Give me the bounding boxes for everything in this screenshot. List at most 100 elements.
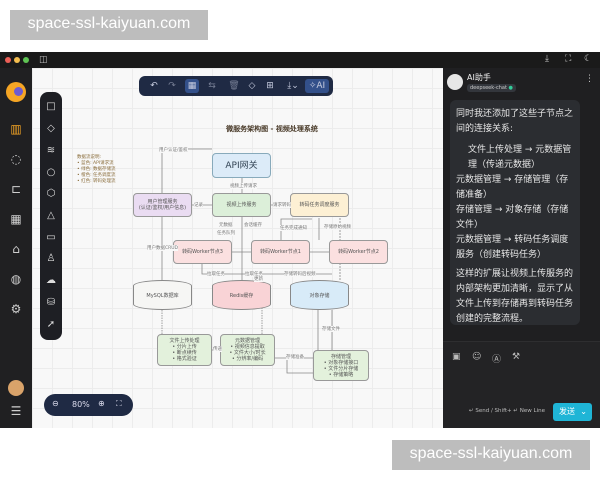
apps-icon[interactable]: ▦ [10, 212, 22, 226]
app-sidebar: ▥ ◌ ⊏ ▦ ⌂ ◍ ⚙ ☰ [0, 68, 32, 428]
ai-button[interactable]: ✧AI [305, 79, 329, 93]
status-icon: ● [508, 85, 513, 91]
rectangle-icon[interactable]: □ [46, 101, 56, 112]
person-icon[interactable]: ♙ [46, 253, 56, 264]
node-object-storage[interactable]: 对象存储 [290, 280, 349, 310]
triangle-icon[interactable]: △ [47, 210, 55, 221]
diagram-icon[interactable]: ▥ [10, 122, 22, 136]
close-button[interactable] [5, 57, 11, 63]
diamond-icon[interactable]: ◇ [47, 123, 55, 134]
node-api-gateway[interactable]: API网关 [212, 153, 271, 178]
edge-label: 记录 [194, 202, 203, 208]
diagram-canvas[interactable]: 微服务架构图 - 视频处理系统 数据流说明: • 蓝色: API请求流 • 绿色… [32, 68, 443, 428]
node-worker-2[interactable]: 转码Worker节点2 [329, 240, 388, 264]
message-item: 元数据管理 → 存储管理（存储准备） [456, 175, 569, 200]
zoom-out-icon[interactable]: ⊖ [52, 399, 59, 408]
delete-icon[interactable]: 🗑 [228, 81, 240, 91]
image-icon[interactable]: ▣ [452, 352, 461, 362]
tool-icon[interactable]: ⚒ [512, 352, 521, 362]
text-icon[interactable]: Ⓐ [492, 355, 502, 365]
maximize-button[interactable] [23, 57, 29, 63]
database-icon[interactable]: ⛁ [46, 297, 56, 308]
screenshot-icon[interactable]: ⛶ [565, 54, 572, 64]
pointer-icon[interactable]: ➚ [46, 319, 56, 330]
globe-icon[interactable]: ◍ [10, 272, 22, 286]
app-logo [6, 82, 26, 102]
chat-icon[interactable]: ◌ [10, 152, 22, 166]
edge-label: 存储准备 [286, 354, 304, 360]
ai-label: AI [316, 81, 326, 91]
chevron-down-icon[interactable]: ⌄ [580, 407, 587, 416]
edge-label: 拉取任务 [245, 271, 263, 277]
canvas-toolbar: ↶ ↷ ▦ ⇆ 🗑 ◇ ⊞ ⤓⌄ ✧AI [139, 76, 333, 96]
node-upload-service[interactable]: 视频上传服务 [212, 193, 271, 217]
export-icon[interactable]: ⤓⌄ [287, 81, 299, 91]
layers-icon[interactable]: ≋ [46, 145, 56, 156]
legend-item: • 橙色: 任务调度流 [77, 173, 116, 178]
node-redis[interactable]: Redis缓存 [212, 280, 271, 310]
avatar[interactable] [8, 380, 24, 396]
node-scheduler-service[interactable]: 转码任务调度服务 [290, 193, 349, 217]
menu-icon[interactable]: ☰ [10, 404, 22, 418]
diagram-title: 微服务架构图 - 视频处理系统 [226, 125, 318, 133]
watermark: space-ssl-kaiyuan.com [10, 10, 208, 40]
legend-item: • 蓝色: API请求流 [77, 161, 114, 166]
layout-icon[interactable]: ⊞ [266, 81, 274, 91]
ai-assistant-panel: AI助手 deepseek-chat ● ⋮ 同时我还添加了这些子节点之间的连接… [443, 68, 600, 428]
message-item: 存储管理 → 对象存储（存储文件） [456, 205, 569, 230]
graduation-icon[interactable]: ⌂ [12, 242, 20, 256]
node-worker-1[interactable]: 转码Worker节点1 [251, 240, 310, 264]
comment-icon[interactable]: ▭ [46, 232, 56, 243]
flow-icon[interactable]: ⊏ [10, 182, 22, 196]
node-file-upload[interactable]: 文件上传处理 • 分片上传 • 断点续传 • 格式验证 [157, 334, 212, 366]
model-name: deepseek-chat [470, 85, 507, 91]
redo-icon[interactable]: ↷ [168, 81, 176, 91]
edge-label: 用户数据CRUD [147, 245, 179, 251]
cloud-icon[interactable]: ☁ [46, 275, 56, 286]
edge-label: 拉取任务 [207, 271, 225, 277]
send-button[interactable]: 发送⌄ [553, 403, 592, 421]
legend-item: • 绿色: 数据存储流 [77, 167, 116, 172]
message-outro: 这样的扩展让视频上传服务的内部架构更加清晰，显示了从文件上传到存储再到转码任务创… [456, 269, 574, 324]
message-item: 文件上传处理 → 元数据管理（传递元数据） [468, 145, 572, 170]
fullscreen-icon[interactable]: ⛶ [116, 399, 122, 408]
node-worker-3[interactable]: 转码Worker节点3 [173, 240, 232, 264]
edge-label: 存储原始视频 [324, 224, 351, 230]
shape-palette: □ ◇ ≋ ○ ⬡ △ ▭ ♙ ☁ ⛁ ➚ [40, 92, 62, 340]
message-intro: 同时我还添加了这些子节点之间的连接关系: [456, 109, 574, 134]
edge-label: 任务队列 [217, 230, 235, 236]
zoom-control: ⊖ 80% ⊕ ⛶ [44, 394, 133, 416]
zoom-in-icon[interactable]: ⊕ [98, 399, 105, 408]
watermark: space-ssl-kaiyuan.com [392, 440, 590, 470]
emoji-icon[interactable]: ☺ [472, 352, 482, 362]
legend: 数据流说明: • 蓝色: API请求流 • 绿色: 数据存储流 • 橙色: 任务… [77, 155, 116, 185]
eraser-icon[interactable]: ◇ [248, 81, 256, 91]
node-mysql[interactable]: MySQL数据库 [133, 280, 192, 310]
edge-label: 元数据 [219, 222, 233, 228]
node-metadata[interactable]: 元数据管理 • 视频信息提取 • 文件大小/时长 • 分辨率/编码 [220, 334, 275, 366]
undo-icon[interactable]: ↶ [150, 81, 158, 91]
model-badge[interactable]: deepseek-chat ● [467, 84, 516, 92]
grid-icon[interactable]: ▦ [185, 79, 199, 93]
sidebar-toggle-icon[interactable]: ◫ [39, 55, 48, 65]
settings-icon[interactable]: ⚙ [10, 302, 22, 316]
legend-title: 数据流说明: [77, 155, 102, 160]
edge-label: 任务完成通知 [280, 225, 307, 231]
edge-label: 更新 [254, 276, 263, 282]
node-user-service[interactable]: 用户管理服务 (认证/鉴权/用户信息) [133, 193, 192, 217]
moon-icon[interactable]: ☾ [584, 54, 593, 64]
edge-label: 传递 [213, 346, 222, 352]
hexagon-icon[interactable]: ⬡ [46, 188, 56, 199]
circle-icon[interactable]: ○ [46, 167, 56, 178]
edge-label: 用户认证/鉴权 [159, 147, 188, 153]
swap-icon[interactable]: ⇆ [208, 81, 216, 91]
zoom-level: 80% [72, 400, 90, 409]
minimize-button[interactable] [14, 57, 20, 63]
assistant-message: 同时我还添加了这些子节点之间的连接关系: 文件上传处理 → 元数据管理（传递元数… [450, 100, 580, 325]
edge-label: 会话缓存 [244, 222, 262, 228]
download-icon[interactable]: ⤓ [545, 54, 549, 64]
legend-item: • 红色: 转码处理流 [77, 179, 116, 184]
edge-label: 视频上传请求 [230, 183, 257, 189]
more-icon[interactable]: ⋮ [585, 74, 594, 84]
node-storage-mgmt[interactable]: 存储管理 • 对象存储接口 • 文件分片存储 • 存储策略 [313, 350, 369, 381]
